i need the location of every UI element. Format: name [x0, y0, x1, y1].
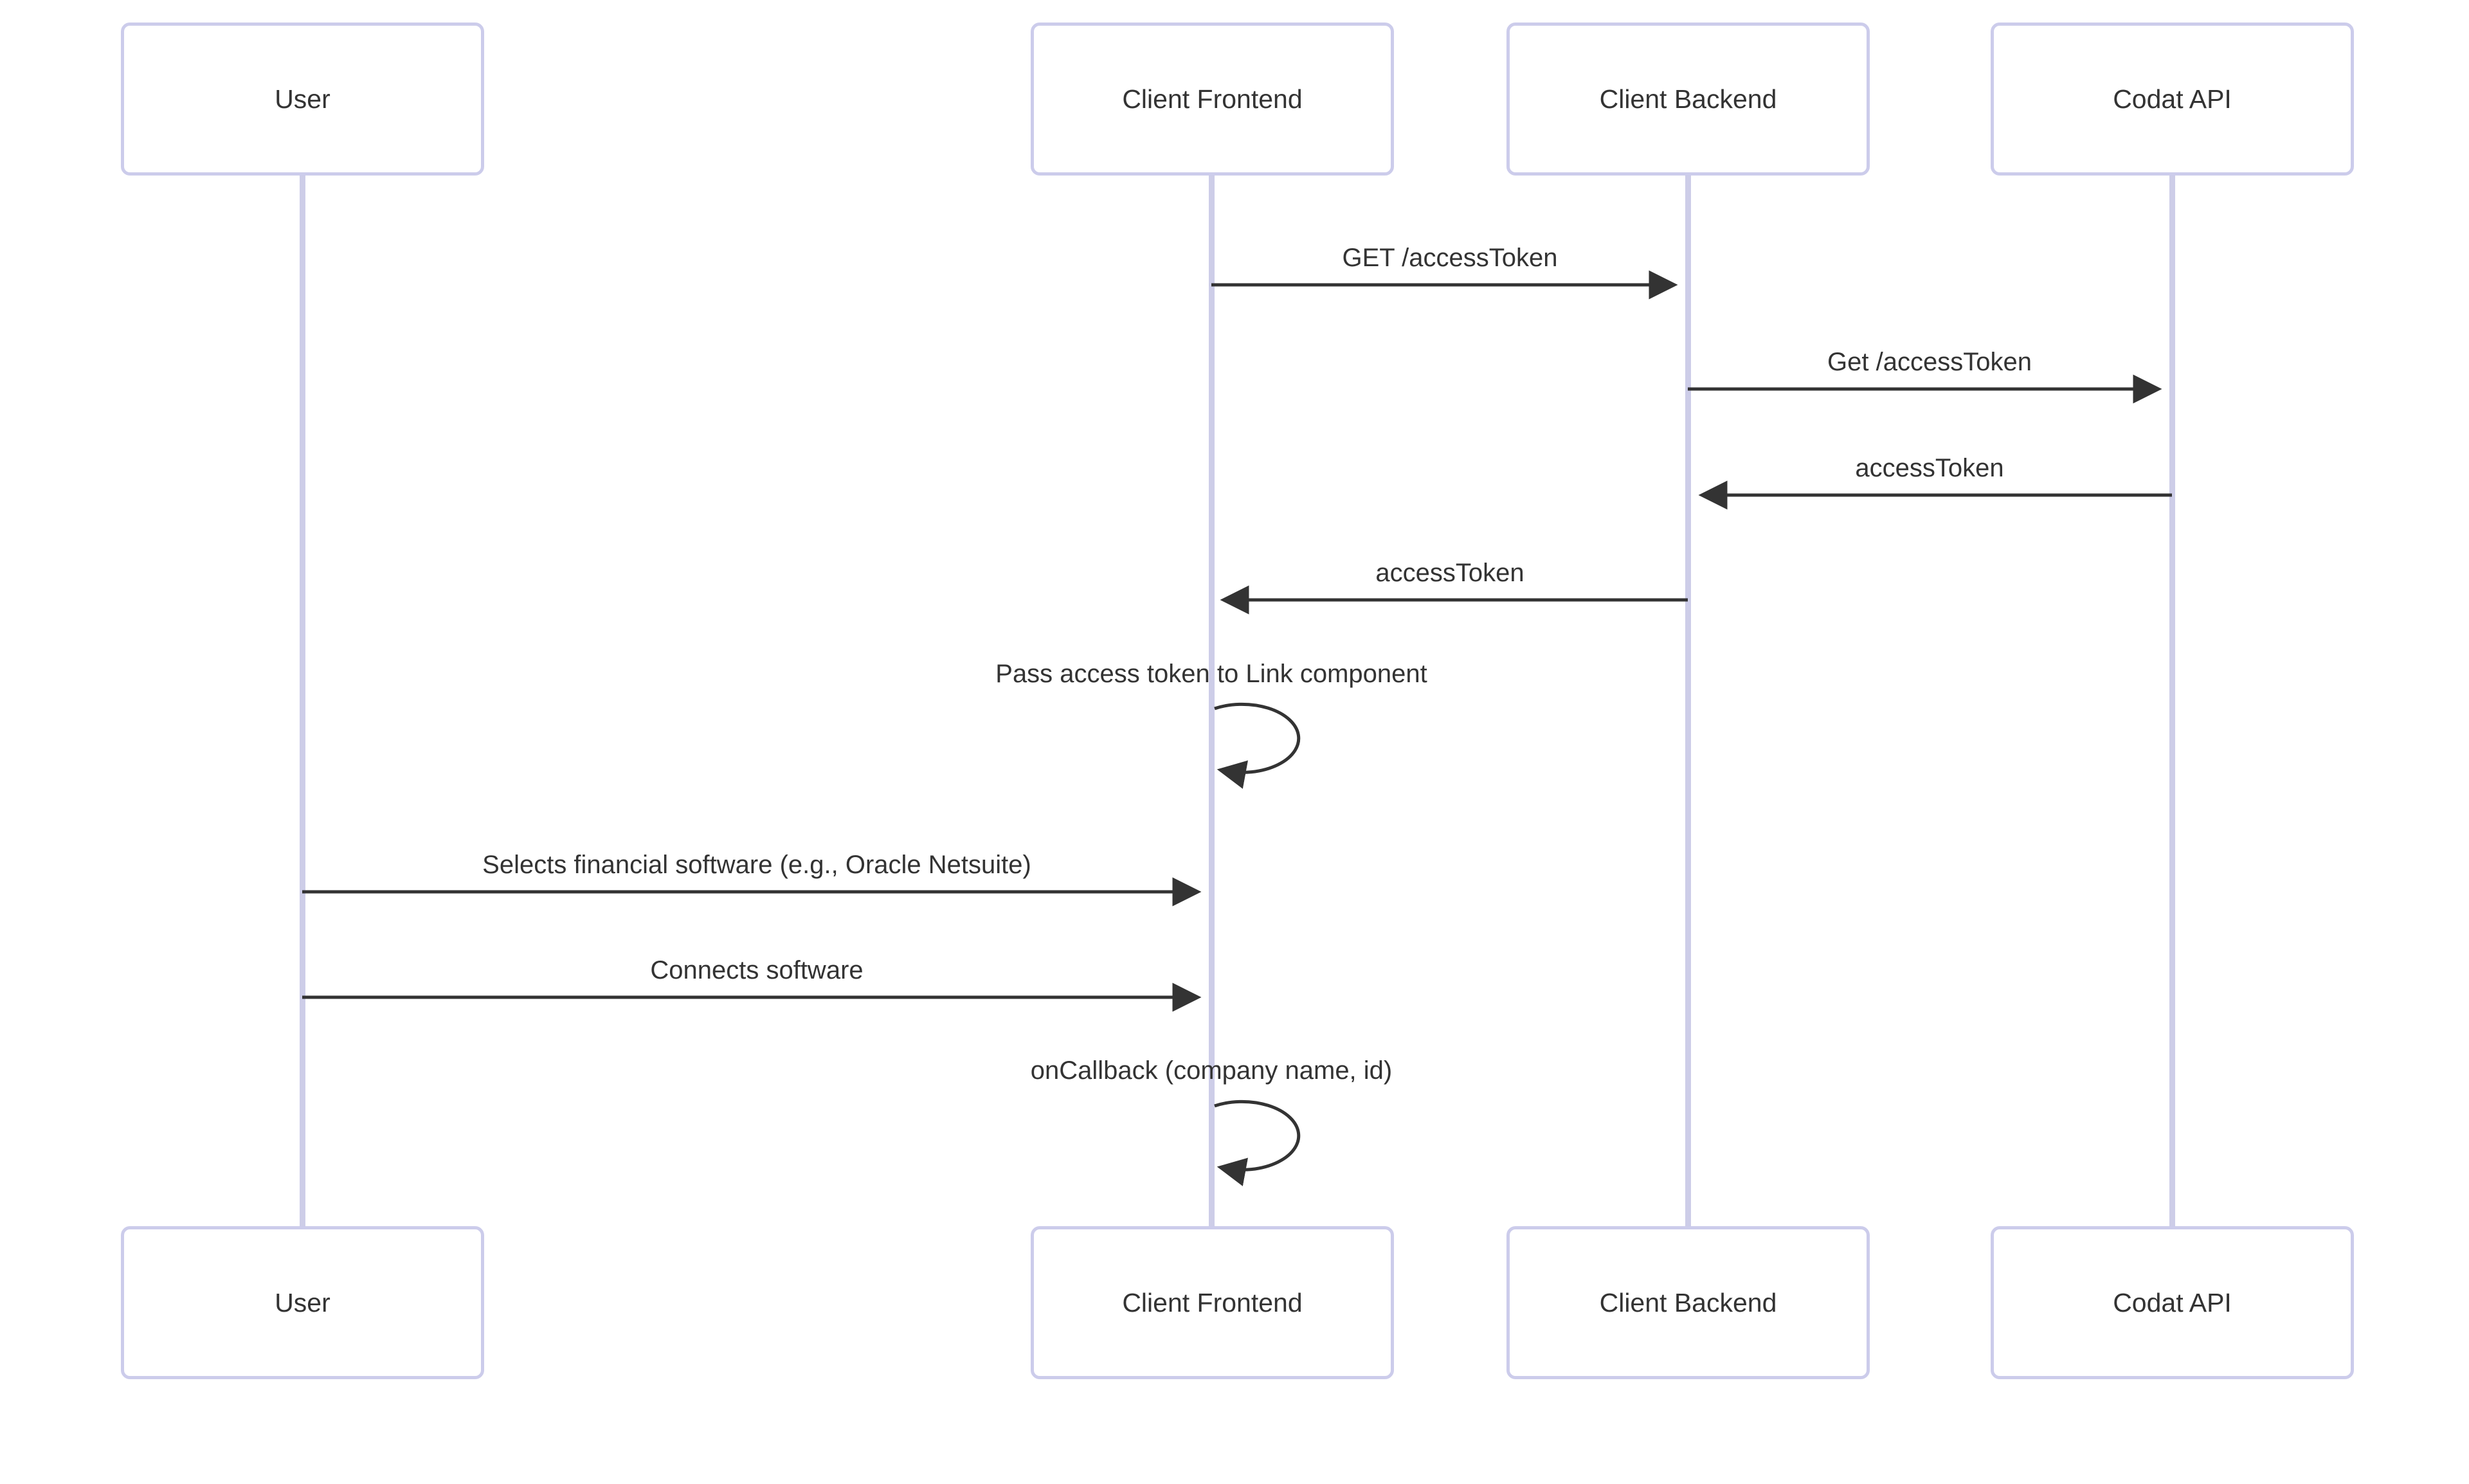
message-label-selects-financial-software: Selects financial software (e.g., Oracle… — [482, 851, 1031, 879]
message-label-get-accesstoken-2: Get /accessToken — [1827, 348, 2032, 376]
actor-bottom-client-frontend-label: Client Frontend — [1122, 1287, 1303, 1317]
lifeline-client-frontend — [1209, 175, 1215, 1227]
actor-top-user: User — [121, 23, 484, 176]
actor-top-client-backend: Client Backend — [1506, 23, 1870, 176]
message-label-pass-access-token: Pass access token to Link component — [995, 660, 1427, 688]
message-label-accesstoken-return-1: accessToken — [1855, 454, 2004, 482]
lifeline-codat-api — [2169, 175, 2175, 1227]
lifeline-client-backend — [1685, 175, 1691, 1227]
actor-top-codat-api-label: Codat API — [2113, 84, 2232, 114]
actor-top-client-backend-label: Client Backend — [1599, 84, 1777, 114]
actor-bottom-user: User — [121, 1226, 484, 1379]
actor-top-codat-api: Codat API — [1991, 23, 2354, 176]
self-loop-pass-access-token — [1214, 702, 1301, 789]
actor-bottom-client-backend: Client Backend — [1506, 1226, 1870, 1379]
message-label-accesstoken-return-2: accessToken — [1375, 559, 1524, 587]
message-label-get-accesstoken-1: GET /accessToken — [1342, 244, 1558, 272]
message-label-connects-software: Connects software — [650, 956, 864, 984]
message-label-oncallback: onCallback (company name, id) — [1030, 1056, 1393, 1085]
actor-top-client-frontend-label: Client Frontend — [1122, 84, 1303, 114]
actor-bottom-user-label: User — [275, 1287, 330, 1317]
actor-top-user-label: User — [275, 84, 330, 114]
actor-bottom-client-frontend: Client Frontend — [1031, 1226, 1394, 1379]
actor-top-client-frontend: Client Frontend — [1031, 23, 1394, 176]
actor-bottom-client-backend-label: Client Backend — [1599, 1287, 1777, 1317]
actor-bottom-codat-api: Codat API — [1991, 1226, 2354, 1379]
lifeline-user — [300, 175, 305, 1227]
actor-bottom-codat-api-label: Codat API — [2113, 1287, 2232, 1317]
self-loop-oncallback — [1214, 1099, 1301, 1186]
